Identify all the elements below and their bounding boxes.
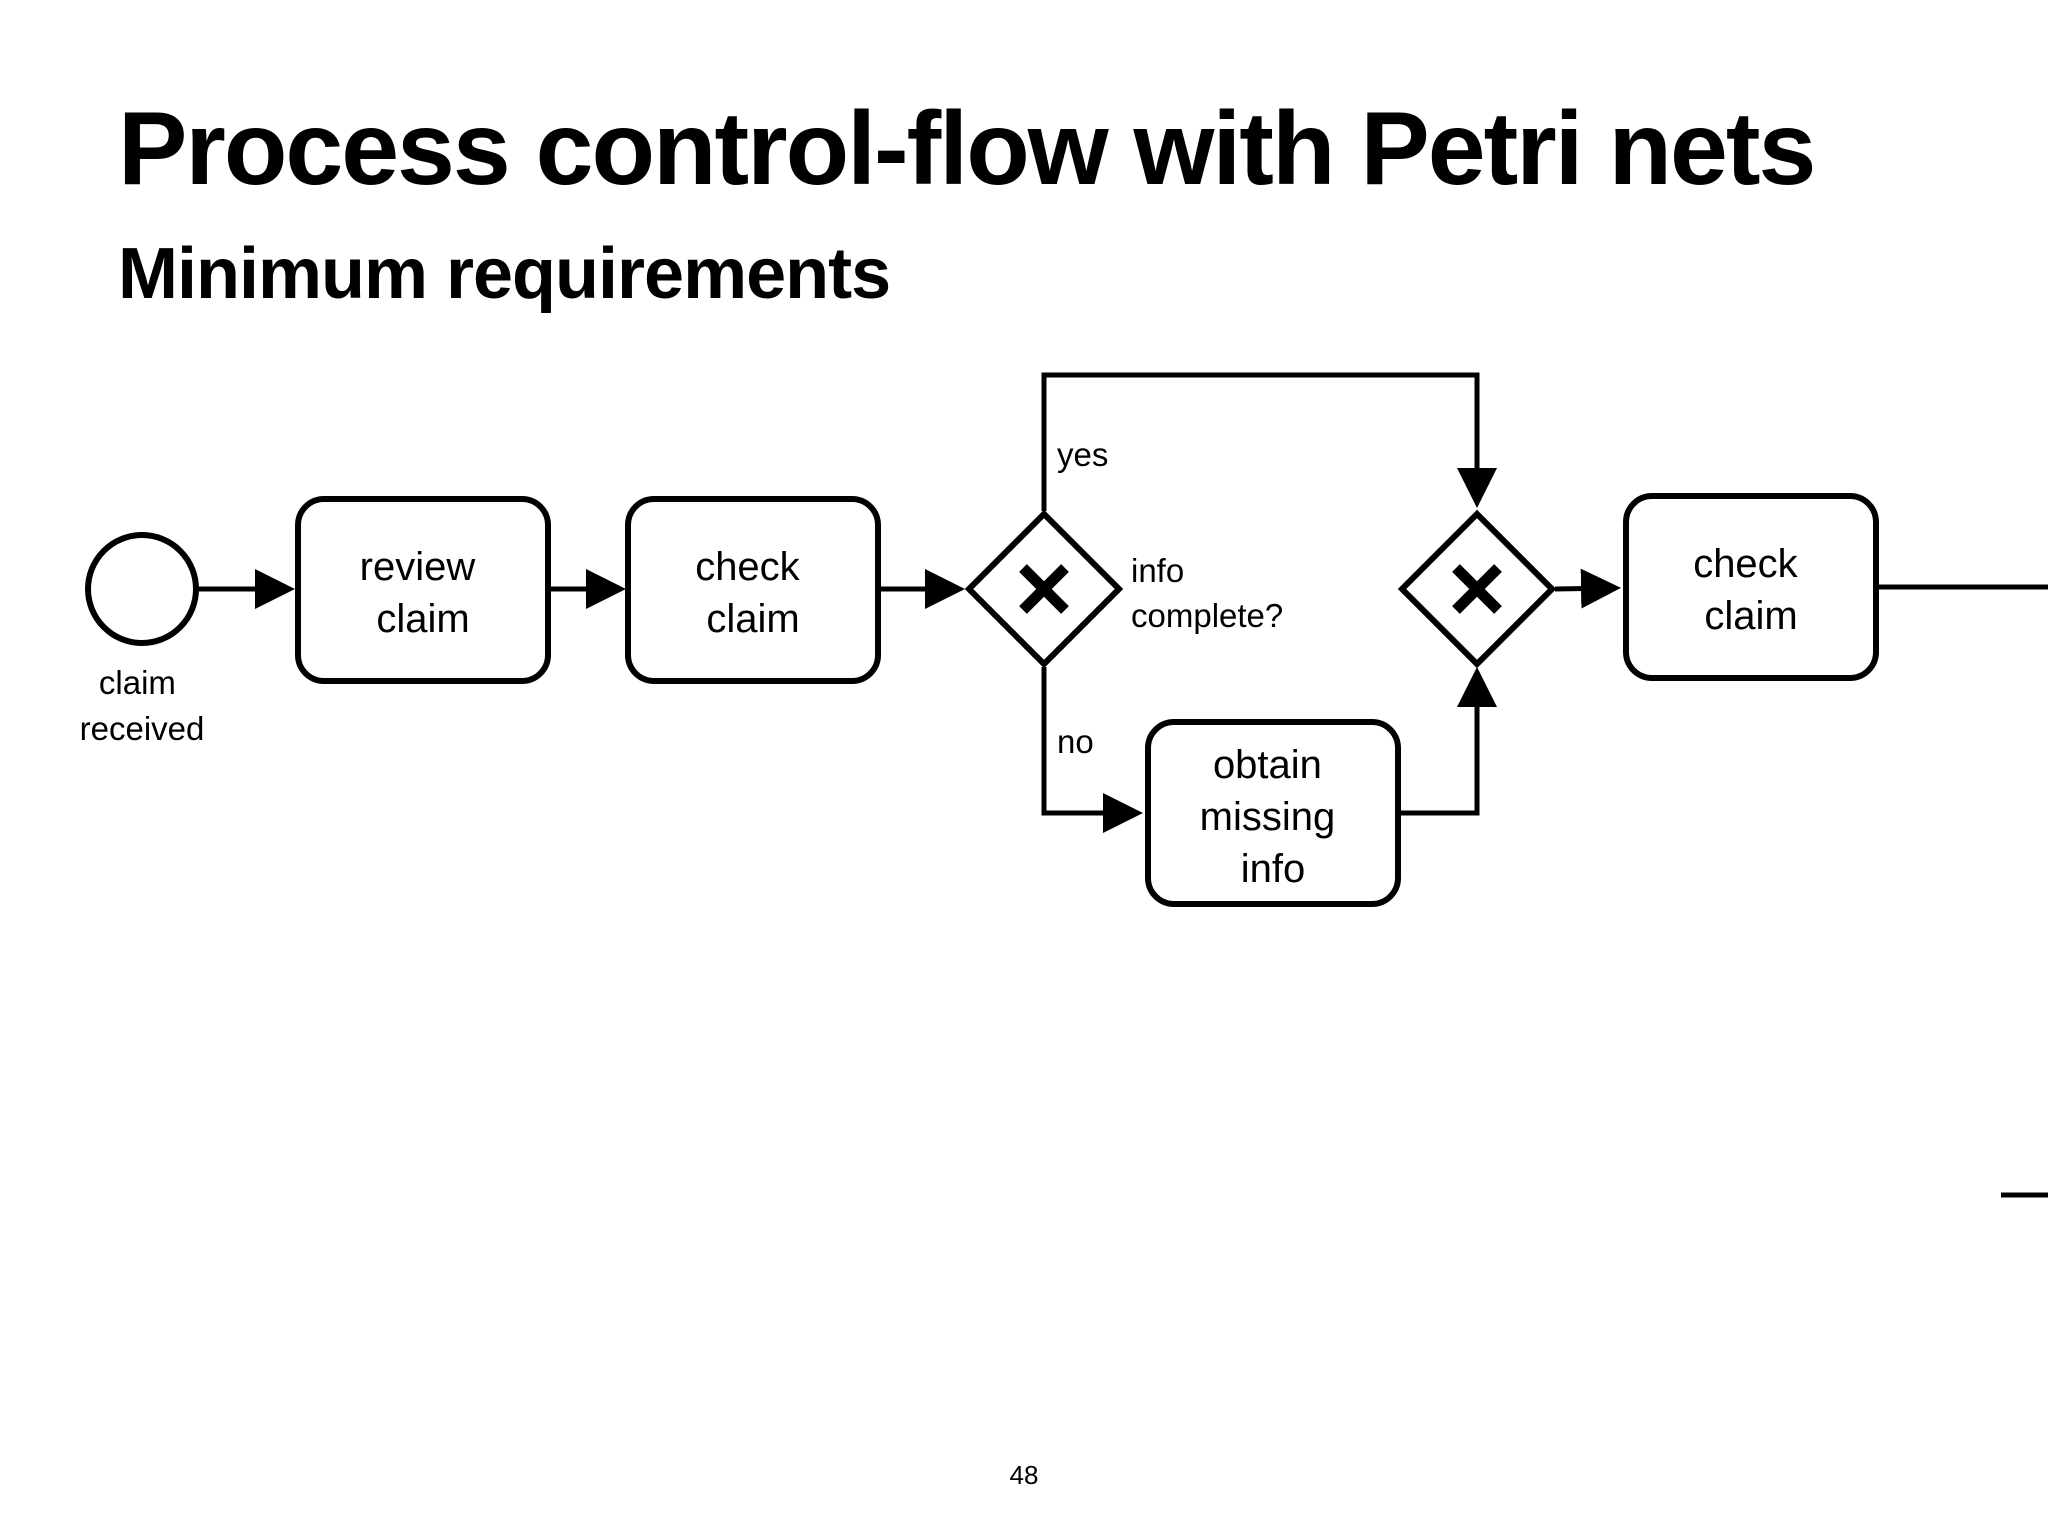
page-number: 48: [1009, 1460, 1039, 1490]
task-check-claim-2[interactable]: check claim: [1623, 493, 1879, 681]
task-obtain-missing-info-line-3: info: [1241, 847, 1306, 891]
task-check-claim-2-line-2: claim: [1704, 594, 1797, 638]
flow-yes-branch: [1041, 372, 1497, 511]
flow-join-to-check: [1554, 568, 1621, 609]
task-obtain-missing-info-line-1: obtain: [1213, 743, 1322, 787]
task-check-claim-2-box: [1623, 493, 1879, 681]
task-check-claim-1-line-1: check: [695, 545, 800, 589]
task-obtain-missing-info-box: [1145, 719, 1401, 907]
exclusive-x-icon: [1452, 564, 1502, 614]
gateway-question-line-1: info: [1131, 552, 1184, 589]
task-review-claim-line-1: review: [360, 545, 476, 589]
task-obtain-missing-info-line-2: missing: [1200, 795, 1336, 839]
gateway-join-xor[interactable]: [1397, 509, 1557, 669]
task-review-claim-label: review claim: [360, 545, 487, 641]
task-review-claim-line-2: claim: [376, 597, 469, 641]
gateway-question-line-2: complete?: [1131, 597, 1283, 634]
branch-yes-label: yes: [1057, 436, 1108, 473]
flow-obtain-to-join: [1401, 667, 1497, 816]
gateway-question-label: info complete?: [1131, 552, 1283, 634]
task-check-claim-1-box: [625, 496, 881, 684]
task-check-claim-1-label: check claim: [695, 545, 811, 641]
exclusive-x-icon: [1019, 564, 1069, 614]
gateway-split-xor[interactable]: [964, 509, 1124, 669]
task-obtain-missing-info-label: obtain missing info: [1200, 743, 1347, 891]
flow-no-branch: [1041, 667, 1143, 833]
task-check-claim-1-line-2: claim: [706, 597, 799, 641]
task-check-claim-2-label: check claim: [1693, 542, 1809, 638]
task-review-claim-box: [295, 496, 551, 684]
slide-subtitle: Minimum requirements: [118, 234, 891, 314]
task-check-claim-1[interactable]: check claim: [625, 496, 881, 684]
start-event-label-line-1: claim: [99, 664, 176, 701]
task-check-claim-2-line-1: check: [1693, 542, 1798, 586]
slide-title: Process control-flow with Petri nets: [118, 91, 1816, 207]
start-event-label-line-2: received: [80, 710, 205, 747]
start-event-label: claim received: [80, 664, 205, 747]
task-review-claim[interactable]: review claim: [295, 496, 551, 684]
branch-no-label: no: [1057, 723, 1094, 760]
task-obtain-missing-info[interactable]: obtain missing info: [1145, 719, 1401, 907]
start-event[interactable]: [85, 532, 199, 646]
